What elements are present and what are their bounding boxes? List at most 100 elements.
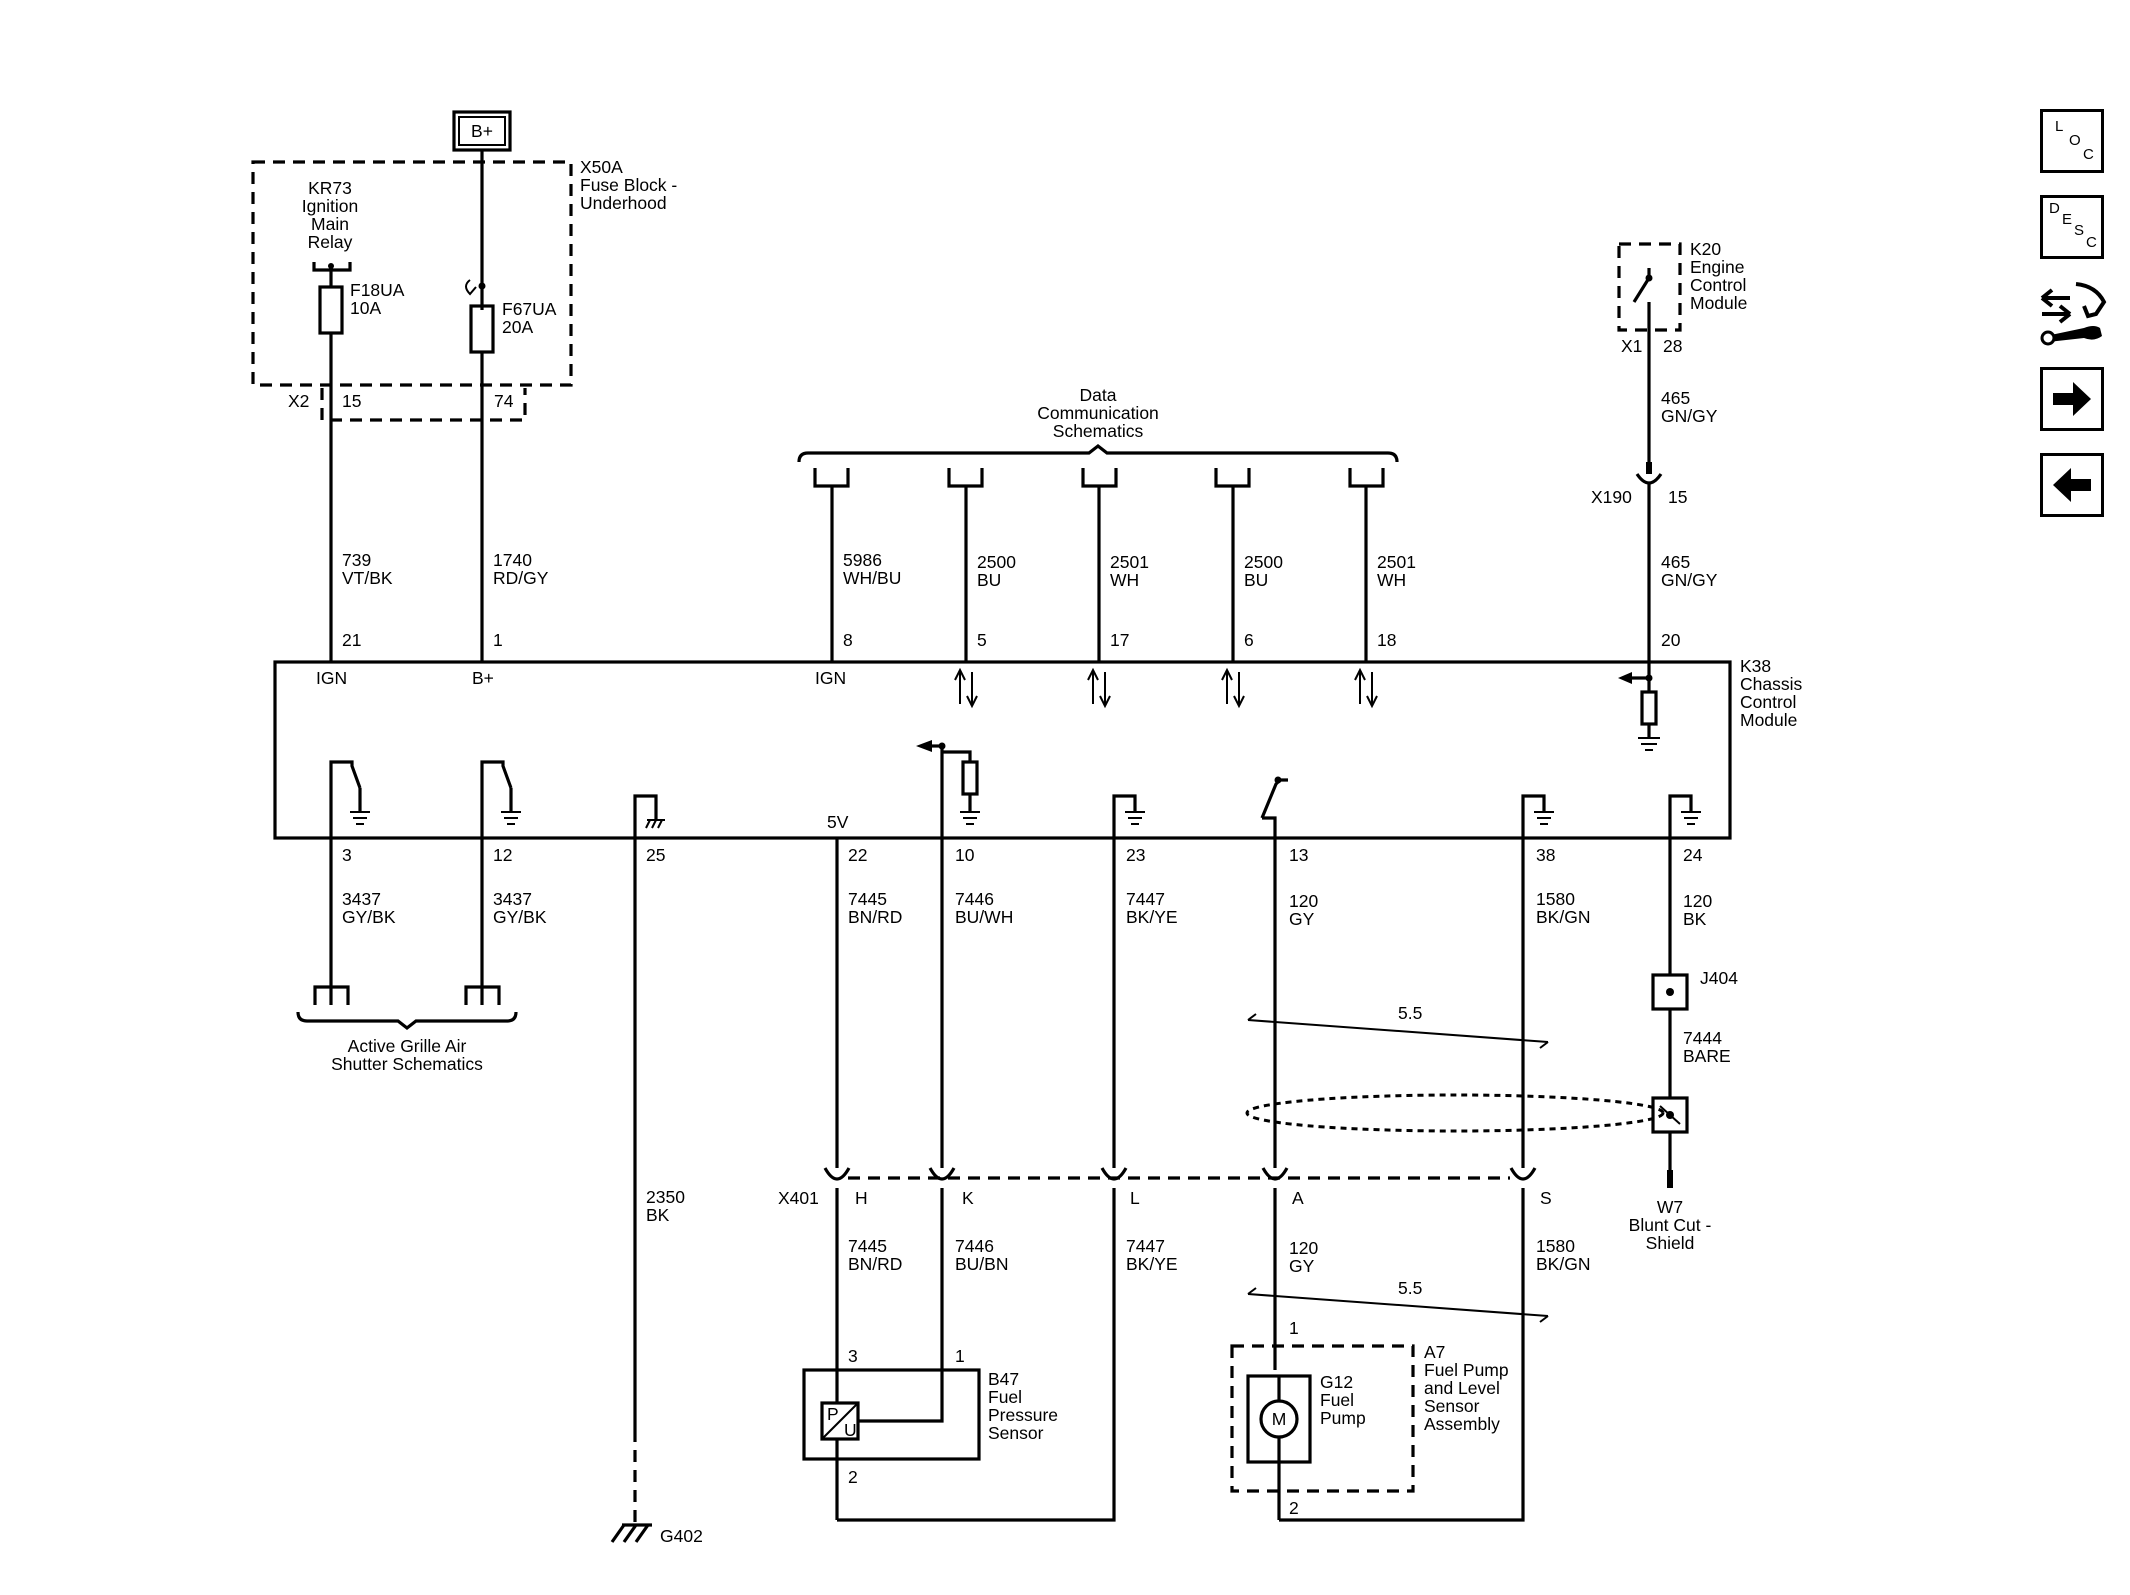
grille-bracket — [296, 1011, 518, 1031]
top-pin-21: 21 — [342, 630, 361, 650]
ccm-chassis-ground-25 — [633, 794, 665, 838]
bottom-circuit-3: 3437 — [342, 889, 381, 909]
bottom-circuit-22: 7445 — [848, 889, 887, 909]
top-circuit-5: 2500 — [977, 552, 1016, 572]
top-pin-8: 8 — [843, 630, 853, 650]
g12-sym: M — [1272, 1409, 1287, 1429]
fuse-block-title-2: Fuse Block - — [580, 175, 677, 195]
fuse-f18ua — [318, 285, 344, 335]
x190-connector — [1635, 473, 1663, 485]
battery-positive: B+ — [452, 110, 512, 152]
x401-circuit-k: 7446 — [955, 1236, 994, 1256]
x401-pin-k: K — [962, 1188, 974, 1208]
x401-color-a: GY — [1289, 1256, 1315, 1276]
ecm-name-2: Engine — [1690, 257, 1745, 277]
ecm-name-1: K20 — [1690, 239, 1721, 259]
ccm-signal-input-10 — [916, 740, 980, 838]
bottom-pin-38: 38 — [1536, 845, 1555, 865]
top-pin-20: 20 — [1661, 630, 1681, 650]
f67ua-name: F67UA — [502, 299, 557, 319]
bottom-circuit-13: 120 — [1289, 891, 1318, 911]
top-circuit-17: 2501 — [1110, 552, 1149, 572]
ccm-name-4: Module — [1740, 710, 1797, 730]
loc-letter-c: C — [2083, 146, 2094, 163]
b47-name-2: Fuel — [988, 1387, 1022, 1407]
desc-letter-d: D — [2049, 200, 2060, 217]
ccm-pin-ign-b: IGN — [815, 668, 846, 688]
a7-name-5: Assembly — [1424, 1414, 1500, 1434]
bottom-pin-24: 24 — [1683, 845, 1703, 865]
top-circuit-8: 5986 — [843, 550, 882, 570]
ecm-conn-x1: X1 — [1621, 336, 1642, 356]
bottom-circuit-25: 2350 — [646, 1187, 685, 1207]
ecm-circuit-color: GN/GY — [1661, 406, 1718, 426]
bottom-circuit-23: 7447 — [1126, 889, 1165, 909]
datacomm-bracket — [797, 443, 1399, 463]
top-color-17: WH — [1110, 570, 1139, 590]
top-color-8: WH/BU — [843, 568, 901, 588]
f67ua-rating: 20A — [502, 317, 533, 337]
next-page-button[interactable] — [2040, 367, 2104, 431]
pressure-transducer-icon: P U — [820, 1401, 860, 1441]
location-button[interactable]: L O C — [2040, 109, 2104, 173]
bottom-color-23: BK/YE — [1126, 907, 1178, 927]
b47-name-4: Sensor — [988, 1423, 1044, 1443]
x401-pin-a: A — [1292, 1188, 1304, 1208]
b47-name-1: B47 — [988, 1369, 1019, 1389]
ecm-name-4: Module — [1690, 293, 1747, 313]
x2-connector — [320, 388, 527, 422]
ccm-pin-5v: 5V — [827, 812, 849, 832]
bottom-circuit-12: 3437 — [493, 889, 532, 909]
top-color-6: BU — [1244, 570, 1268, 590]
fuse-block-title-3: Underhood — [580, 193, 667, 213]
g12-name-1: G12 — [1320, 1372, 1353, 1392]
ecm-outline — [1617, 242, 1682, 332]
top-pin-6: 6 — [1244, 630, 1254, 650]
x401-color-s: BK/GN — [1536, 1254, 1590, 1274]
ecm-name-3: Control — [1690, 275, 1746, 295]
bottom-color-12: GY/BK — [493, 907, 547, 927]
f18ua-name: F18UA — [350, 280, 405, 300]
x401-color-h: BN/RD — [848, 1254, 902, 1274]
bplus-label: B+ — [471, 121, 493, 141]
bottom-pin-12: 12 — [493, 845, 512, 865]
twist-label-lower: 5.5 — [1398, 1278, 1422, 1298]
top-color-20: GN/GY — [1661, 570, 1718, 590]
ccm-pin-ign-a: IGN — [316, 668, 347, 688]
connector-tool-button[interactable] — [2036, 276, 2110, 348]
x401-label: X401 — [778, 1188, 819, 1208]
w7-label-1: W7 — [1657, 1197, 1683, 1217]
x401-circuit-a: 120 — [1289, 1238, 1318, 1258]
bottom-pin-23: 23 — [1126, 845, 1145, 865]
bottom-circuit-10: 7446 — [955, 889, 994, 909]
x190-pin: 15 — [1668, 487, 1687, 507]
datacomm-connectors — [813, 468, 1385, 488]
loc-letter-o: O — [2069, 132, 2081, 149]
a7-name-4: Sensor — [1424, 1396, 1480, 1416]
x2-label: X2 — [288, 391, 309, 411]
ccm-name-2: Chassis — [1740, 674, 1802, 694]
fuse-block-outline — [251, 160, 573, 387]
bottom-color-22: BN/RD — [848, 907, 902, 927]
b47-pin-2: 2 — [848, 1467, 858, 1487]
shield-ellipse — [1245, 1093, 1665, 1133]
bottom-circuit-38: 1580 — [1536, 889, 1575, 909]
x190-label: X190 — [1591, 487, 1632, 507]
a7-name-3: and Level — [1424, 1378, 1500, 1398]
x2-pin-74: 74 — [494, 391, 514, 411]
j404-circuit: 7444 — [1683, 1028, 1722, 1048]
description-button[interactable]: D E S C — [2040, 195, 2104, 259]
desc-letter-s: S — [2074, 222, 2085, 239]
bottom-pin-3: 3 — [342, 845, 352, 865]
b47-sym-p: P — [827, 1404, 839, 1424]
previous-page-button[interactable] — [2040, 453, 2104, 517]
top-color-18: WH — [1377, 570, 1406, 590]
x401-circuit-l: 7447 — [1126, 1236, 1165, 1256]
fuse-block-title-1: X50A — [580, 157, 623, 177]
datacomm-label-2: Communication — [1037, 403, 1159, 423]
x401-color-l: BK/YE — [1126, 1254, 1178, 1274]
f18ua-rating: 10A — [350, 298, 381, 318]
loc-letter-l: L — [2055, 118, 2064, 135]
top-circuit-21: 739 — [342, 550, 371, 570]
b47-name-3: Pressure — [988, 1405, 1058, 1425]
